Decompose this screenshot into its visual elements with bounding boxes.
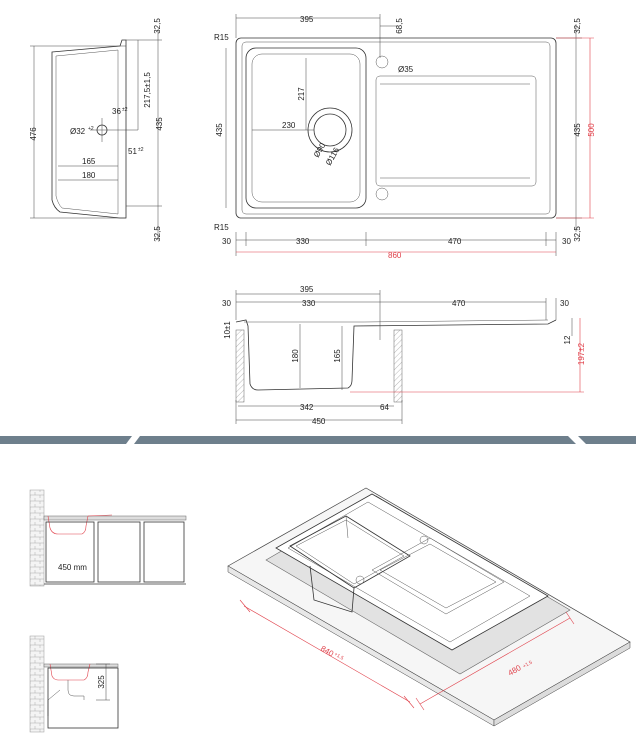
section-lip: 12: [563, 335, 572, 344]
cutout-length-tol: +1.5: [333, 652, 345, 662]
top-radius-top: R15: [214, 33, 229, 42]
cabinet-elevation: 450 mm: [29, 489, 187, 587]
section-drainer: 470: [452, 299, 466, 308]
section-drain-depth: 165: [333, 349, 342, 363]
section-rim: 10±1: [223, 321, 232, 339]
top-drain-x: 230: [282, 121, 296, 130]
side-drain-offset: 36: [112, 107, 121, 116]
side-inner-435: 435: [155, 117, 164, 131]
top-drain-y: 217: [297, 87, 306, 101]
section-view: 395 30 330 470 30 10±1 180 165 12 197±2 …: [222, 285, 586, 426]
top-margin: 32,5: [573, 18, 582, 34]
section-cabinet: 450: [312, 417, 326, 426]
section-bowl-inner: 330: [302, 299, 316, 308]
cutout-width-tol: +1.5: [522, 659, 534, 669]
section-bowl-depth: 180: [291, 349, 300, 363]
side-width-180: 180: [82, 171, 96, 180]
section-base-width: 342: [300, 403, 314, 412]
top-tap-hole: Ø35: [398, 65, 414, 74]
side-drain-offset-tol: ±2: [122, 107, 128, 113]
siphon-elevation: 325: [29, 635, 119, 733]
top-drain-d90: Ø90: [312, 141, 328, 159]
top-total-depth: 500: [587, 123, 596, 137]
side-width-165: 165: [82, 157, 96, 166]
top-inner-height-right: 435: [573, 123, 582, 137]
section-margin-left: 30: [222, 299, 231, 308]
side-height-476: 476: [29, 127, 38, 141]
side-bottom-offset: 32,5: [153, 226, 162, 242]
top-total-width: 860: [388, 251, 402, 260]
side-drain-height: 217,5±1,5: [143, 72, 152, 108]
side-top-offset: 32,5: [153, 18, 162, 34]
cabinet-label: 450 mm: [58, 563, 87, 572]
top-tap-offset: 68,5: [395, 18, 404, 34]
section-bowl-outer: 395: [300, 285, 314, 294]
side-drain-tol: +2: [88, 126, 94, 132]
side-drain-offset2-tol: ±2: [138, 147, 144, 153]
section-total-height: 197±2: [577, 342, 586, 365]
section-margin-right: 30: [560, 299, 569, 308]
top-drain-d116: Ø116: [324, 146, 342, 167]
section-base-offset: 64: [380, 403, 389, 412]
top-drainer: 470: [448, 237, 462, 246]
side-drain-diameter: Ø32: [70, 127, 86, 136]
side-drain-offset2: 51: [128, 147, 137, 156]
top-margin-left: 30: [222, 237, 231, 246]
top-margin-right: 30: [562, 237, 571, 246]
top-radius-bottom: R15: [214, 223, 229, 232]
divider-band: [0, 436, 636, 444]
side-view: 476 32,5 435 217,5±1,5 32,5 Ø32 +2 36 ±2…: [29, 18, 164, 242]
siphon-height: 325: [97, 675, 106, 689]
top-bowl-inner: 330: [296, 237, 310, 246]
top-inner-height-left: 435: [215, 123, 224, 137]
top-bowl-width: 395: [300, 15, 314, 24]
top-view: 395 68,5 32,5 R15 Ø35 217 230 435 435 50…: [214, 14, 596, 260]
top-bottom-margin: 32,5: [573, 226, 582, 242]
isometric-view: 840 +1.5 480 +1.5: [227, 487, 631, 727]
